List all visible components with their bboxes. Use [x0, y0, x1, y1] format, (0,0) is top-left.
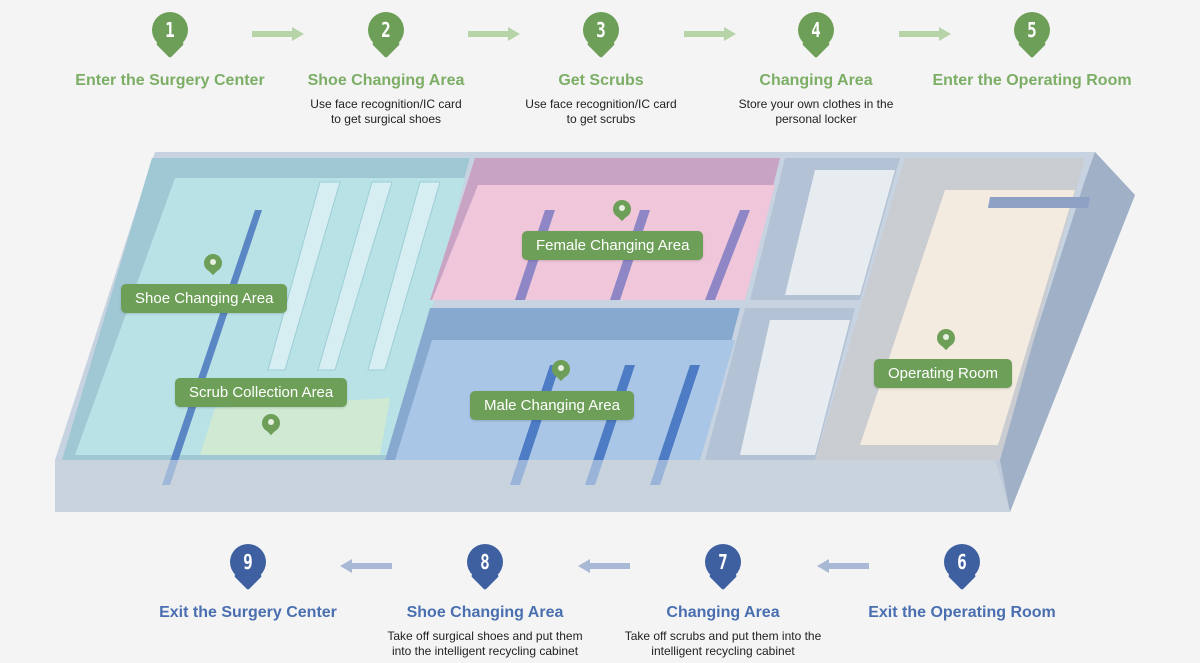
- arrow-right-icon: [899, 27, 951, 41]
- step-title: Exit the Operating Room: [868, 604, 1056, 621]
- shower-room-floor: [740, 320, 850, 455]
- zone-label-shoe-changing: Shoe Changing Area: [121, 284, 288, 313]
- step-marker-icon: 7: [705, 544, 741, 592]
- exit-step-9: 9 Exit the Surgery Center: [138, 544, 358, 629]
- bench: [162, 210, 262, 485]
- step-marker-icon: 9: [230, 544, 266, 592]
- zone-label-operating-room: Operating Room: [874, 359, 1013, 388]
- glass-front-wall: [55, 460, 1010, 512]
- exit-step-8: 8 Shoe Changing Area Take off surgical s…: [375, 544, 595, 659]
- locker-row: [317, 181, 393, 371]
- entry-step-1: 1 Enter the Surgery Center: [60, 12, 280, 97]
- step-title: Changing Area: [666, 604, 780, 621]
- entry-step-5: 5 Enter the Operating Room: [922, 12, 1142, 97]
- location-pin-icon: [204, 254, 222, 278]
- location-pin-icon: [262, 414, 280, 438]
- location-pin-icon: [552, 360, 570, 384]
- bench: [705, 210, 750, 300]
- exit-step-6: 6 Exit the Operating Room: [852, 544, 1072, 629]
- exit-step-7: 7 Changing Area Take off scrubs and put …: [613, 544, 833, 659]
- step-marker-icon: 2: [368, 12, 404, 60]
- step-title: Exit the Surgery Center: [159, 604, 337, 621]
- shower-room-floor: [785, 170, 895, 295]
- step-title: Get Scrubs: [558, 72, 644, 89]
- building-right-wall: [995, 152, 1135, 512]
- arrow-left-icon: [578, 559, 630, 573]
- step-marker-icon: 6: [944, 544, 980, 592]
- entry-step-4: 4 Changing Area Store your own clothes i…: [706, 12, 926, 127]
- step-description: Use face recognition/IC card to get surg…: [310, 97, 462, 126]
- arrow-right-icon: [252, 27, 304, 41]
- zone-label-male-changing: Male Changing Area: [470, 391, 634, 420]
- arrow-right-icon: [684, 27, 736, 41]
- location-pin-icon: [613, 200, 631, 224]
- step-description: Use face recognition/IC card to get scru…: [525, 97, 677, 126]
- arrow-left-icon: [817, 559, 869, 573]
- step-marker-icon: 4: [798, 12, 834, 60]
- zone-label-female-changing: Female Changing Area: [522, 231, 704, 260]
- arrow-left-icon: [340, 559, 392, 573]
- step-title: Changing Area: [759, 72, 873, 89]
- step-title: Enter the Surgery Center: [75, 72, 265, 89]
- scrub-collection-floor: [200, 398, 390, 455]
- zone-label-scrub-collection: Scrub Collection Area: [175, 378, 348, 407]
- step-marker-icon: 5: [1014, 12, 1050, 60]
- step-description: Take off scrubs and put them into the in…: [624, 629, 822, 658]
- step-marker-icon: 3: [583, 12, 619, 60]
- step-marker-icon: 1: [152, 12, 188, 60]
- step-description: Store your own clothes in the personal l…: [738, 97, 894, 126]
- bench: [988, 197, 1090, 208]
- floor-plan-illustration: [55, 152, 1135, 512]
- location-pin-icon: [937, 329, 955, 353]
- step-title: Shoe Changing Area: [307, 72, 465, 89]
- step-marker-icon: 8: [467, 544, 503, 592]
- arrow-right-icon: [468, 27, 520, 41]
- step-title: Enter the Operating Room: [932, 72, 1132, 89]
- entry-step-2: 2 Shoe Changing Area Use face recognitio…: [276, 12, 496, 127]
- locker-row: [367, 181, 441, 371]
- entry-step-3: 3 Get Scrubs Use face recognition/IC car…: [491, 12, 711, 127]
- floor-plan: Shoe Changing Area Scrub Collection Area…: [0, 140, 1200, 540]
- step-title: Shoe Changing Area: [406, 604, 564, 621]
- bench: [650, 365, 700, 485]
- step-description: Take off surgical shoes and put them int…: [387, 629, 583, 658]
